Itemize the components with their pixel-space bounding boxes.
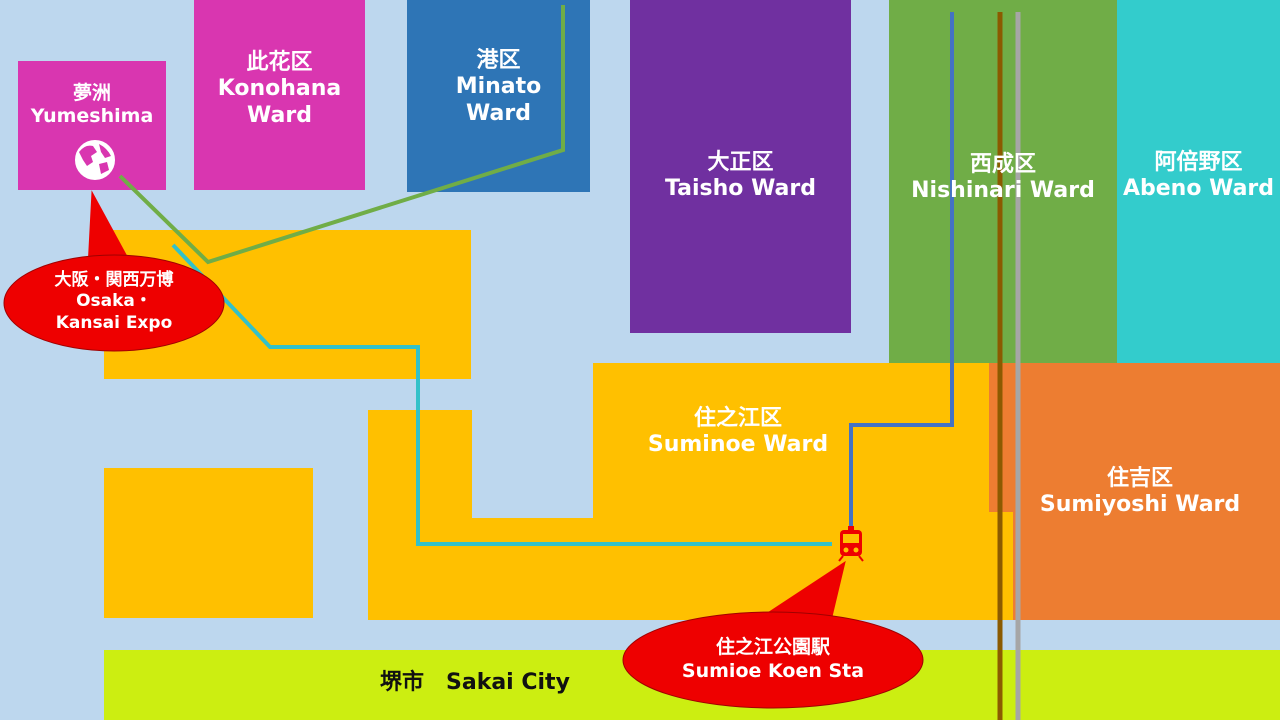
train-icon: [838, 526, 864, 562]
minato-ward-region: [407, 0, 590, 192]
yumeshima-name-ja: 夢洲: [72, 82, 111, 104]
blue-route-line: [849, 12, 954, 530]
yumeshima-label: 夢洲 Yumeshima: [18, 82, 166, 128]
expo-callout: [3, 190, 225, 352]
sumiyoshi-name-ja: 住吉区: [1106, 466, 1173, 491]
konohana-ward-region: [194, 0, 365, 190]
station-callout: [622, 560, 924, 709]
taisho-label: 大正区 Taisho Ward: [630, 150, 851, 203]
konohana-label: 此花区 Konohana Ward: [194, 50, 365, 129]
land-west-lower: [104, 468, 313, 618]
sakai-city-name: 堺市 Sakai City: [380, 670, 570, 695]
teal-route-line: [171, 243, 832, 546]
sumiyoshi-ward-region-bottom: [1013, 363, 1280, 620]
expo-callout-line1: 大阪・関西万博: [54, 270, 174, 290]
taisho-name-en: Taisho Ward: [664, 176, 816, 202]
station-callout-line1: 住之江公園駅: [715, 636, 830, 658]
station-callout-text: 住之江公園駅 Sumioe Koen Sta: [643, 636, 903, 684]
globe-icon: [73, 138, 117, 182]
expo-callout-text: 大阪・関西万博 Osaka・ Kansai Expo: [24, 270, 204, 334]
nishinari-name-ja: 西成区: [969, 152, 1036, 177]
minato-name-en1: Minato: [455, 74, 542, 100]
nishinari-ward-region: [889, 0, 1117, 363]
abeno-label: 阿倍野区 Abeno Ward: [1117, 150, 1280, 203]
suminoe-name-ja: 住之江区: [693, 406, 782, 431]
expo-callout-line2: Osaka・: [76, 291, 152, 312]
minato-name-en2: Ward: [466, 100, 531, 126]
minato-label: 港区 Minato Ward: [407, 48, 590, 127]
konohana-name-en2: Ward: [247, 102, 312, 128]
konohana-name-en1: Konohana: [217, 76, 342, 102]
minato-name-ja: 港区: [476, 48, 521, 73]
station-callout-line2: Sumioe Koen Sta: [681, 659, 865, 682]
abeno-ward-region: [1117, 0, 1280, 363]
abeno-name-ja: 阿倍野区: [1154, 150, 1243, 175]
suminoe-name-en: Suminoe Ward: [647, 432, 829, 458]
konohana-name-ja: 此花区: [246, 50, 313, 75]
suminoe-ward-region: [593, 363, 1013, 620]
nishinari-name-en: Nishinari Ward: [911, 178, 1095, 204]
expo-callout-line3: Kansai Expo: [55, 312, 173, 333]
taisho-ward-region: [630, 0, 851, 333]
sumiyoshi-name-en: Sumiyoshi Ward: [1039, 492, 1241, 518]
yumeshima-name-en: Yumeshima: [30, 104, 154, 127]
sakai-city-label: 堺市 Sakai City: [380, 670, 620, 696]
suminoe-label: 住之江区 Suminoe Ward: [593, 406, 883, 459]
nishinari-label: 西成区 Nishinari Ward: [889, 152, 1117, 205]
taisho-name-ja: 大正区: [707, 150, 774, 175]
green-route-line: [118, 5, 565, 265]
sumiyoshi-label: 住吉区 Sumiyoshi Ward: [1013, 466, 1267, 519]
abeno-name-en: Abeno Ward: [1122, 176, 1275, 202]
